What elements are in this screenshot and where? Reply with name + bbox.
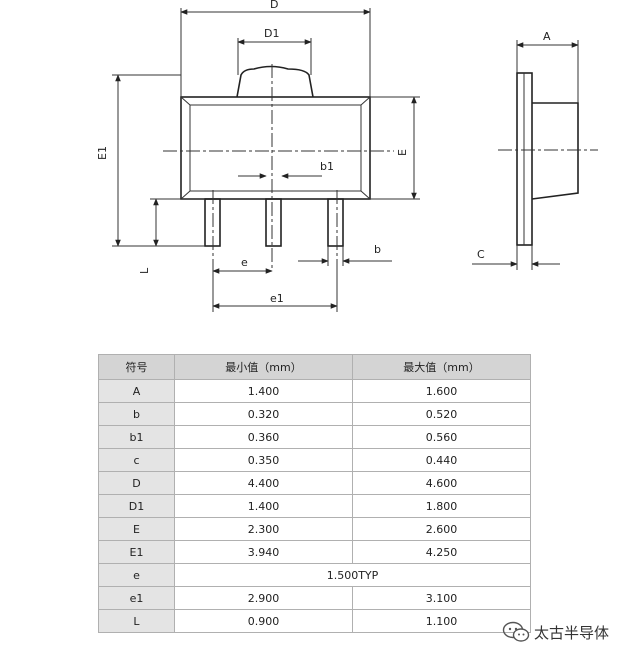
cell-symbol: b — [98, 402, 175, 426]
cell-min: 0.900 — [174, 609, 353, 633]
cell-min: 0.350 — [174, 448, 353, 472]
table-header-row: 符号 最小值（mm） 最大值（mm） — [98, 354, 531, 380]
label-b1: b1 — [320, 160, 334, 173]
table-row: D 4.400 4.600 — [98, 471, 531, 495]
package-drawing: D D1 E1 E b1 L e b — [96, 0, 598, 312]
table-row: E1 3.940 4.250 — [98, 540, 531, 564]
cell-symbol: D1 — [98, 494, 175, 518]
table-row: e 1.500TYP — [98, 563, 531, 587]
label-e: e — [241, 256, 248, 269]
table-row: L 0.900 1.100 — [98, 609, 531, 633]
label-D1: D1 — [264, 27, 279, 40]
label-E1: E1 — [96, 146, 109, 160]
cell-max: 4.250 — [352, 540, 531, 564]
label-e1: e1 — [270, 292, 284, 305]
cell-max: 0.520 — [352, 402, 531, 426]
cell-max: 2.600 — [352, 517, 531, 541]
table-row: b 0.320 0.520 — [98, 402, 531, 426]
cell-min: 4.400 — [174, 471, 353, 495]
cell-min: 2.300 — [174, 517, 353, 541]
table-row: A 1.400 1.600 — [98, 379, 531, 403]
cell-max: 0.440 — [352, 448, 531, 472]
header-min: 最小值（mm） — [174, 354, 353, 380]
cell-symbol: E1 — [98, 540, 175, 564]
table-row: D1 1.400 1.800 — [98, 494, 531, 518]
wechat-icon — [502, 621, 530, 643]
cell-max: 4.600 — [352, 471, 531, 495]
label-A: A — [543, 30, 551, 43]
cell-typ: 1.500TYP — [174, 563, 531, 587]
watermark: 太古半导体 — [502, 621, 609, 643]
cell-symbol: b1 — [98, 425, 175, 449]
label-b: b — [374, 243, 381, 256]
cell-max: 0.560 — [352, 425, 531, 449]
side-view: A C — [472, 30, 598, 270]
cell-min: 0.360 — [174, 425, 353, 449]
cell-min: 1.400 — [174, 379, 353, 403]
cell-symbol: D — [98, 471, 175, 495]
label-D: D — [270, 0, 278, 11]
label-L: L — [138, 267, 151, 274]
top-view: D D1 E1 E b1 L e b — [96, 0, 420, 312]
cell-symbol: e1 — [98, 586, 175, 610]
cell-symbol: E — [98, 517, 175, 541]
table-row: b1 0.360 0.560 — [98, 425, 531, 449]
cell-max: 1.100 — [352, 609, 531, 633]
cell-min: 0.320 — [174, 402, 353, 426]
cell-symbol: c — [98, 448, 175, 472]
header-max: 最大值（mm） — [352, 354, 531, 380]
header-symbol: 符号 — [98, 354, 175, 380]
table-row: c 0.350 0.440 — [98, 448, 531, 472]
cell-max: 1.600 — [352, 379, 531, 403]
cell-max: 1.800 — [352, 494, 531, 518]
dimensions-table: 符号 最小值（mm） 最大值（mm） A 1.400 1.600 b 0.320… — [98, 354, 531, 633]
cell-max: 3.100 — [352, 586, 531, 610]
cell-min: 2.900 — [174, 586, 353, 610]
table-row: E 2.300 2.600 — [98, 517, 531, 541]
watermark-text: 太古半导体 — [534, 623, 610, 642]
label-E: E — [396, 149, 409, 156]
cell-min: 3.940 — [174, 540, 353, 564]
cell-symbol: e — [98, 563, 175, 587]
cell-min: 1.400 — [174, 494, 353, 518]
cell-symbol: L — [98, 609, 175, 633]
cell-symbol: A — [98, 379, 175, 403]
label-C: C — [477, 248, 485, 261]
table-row: e1 2.900 3.100 — [98, 586, 531, 610]
